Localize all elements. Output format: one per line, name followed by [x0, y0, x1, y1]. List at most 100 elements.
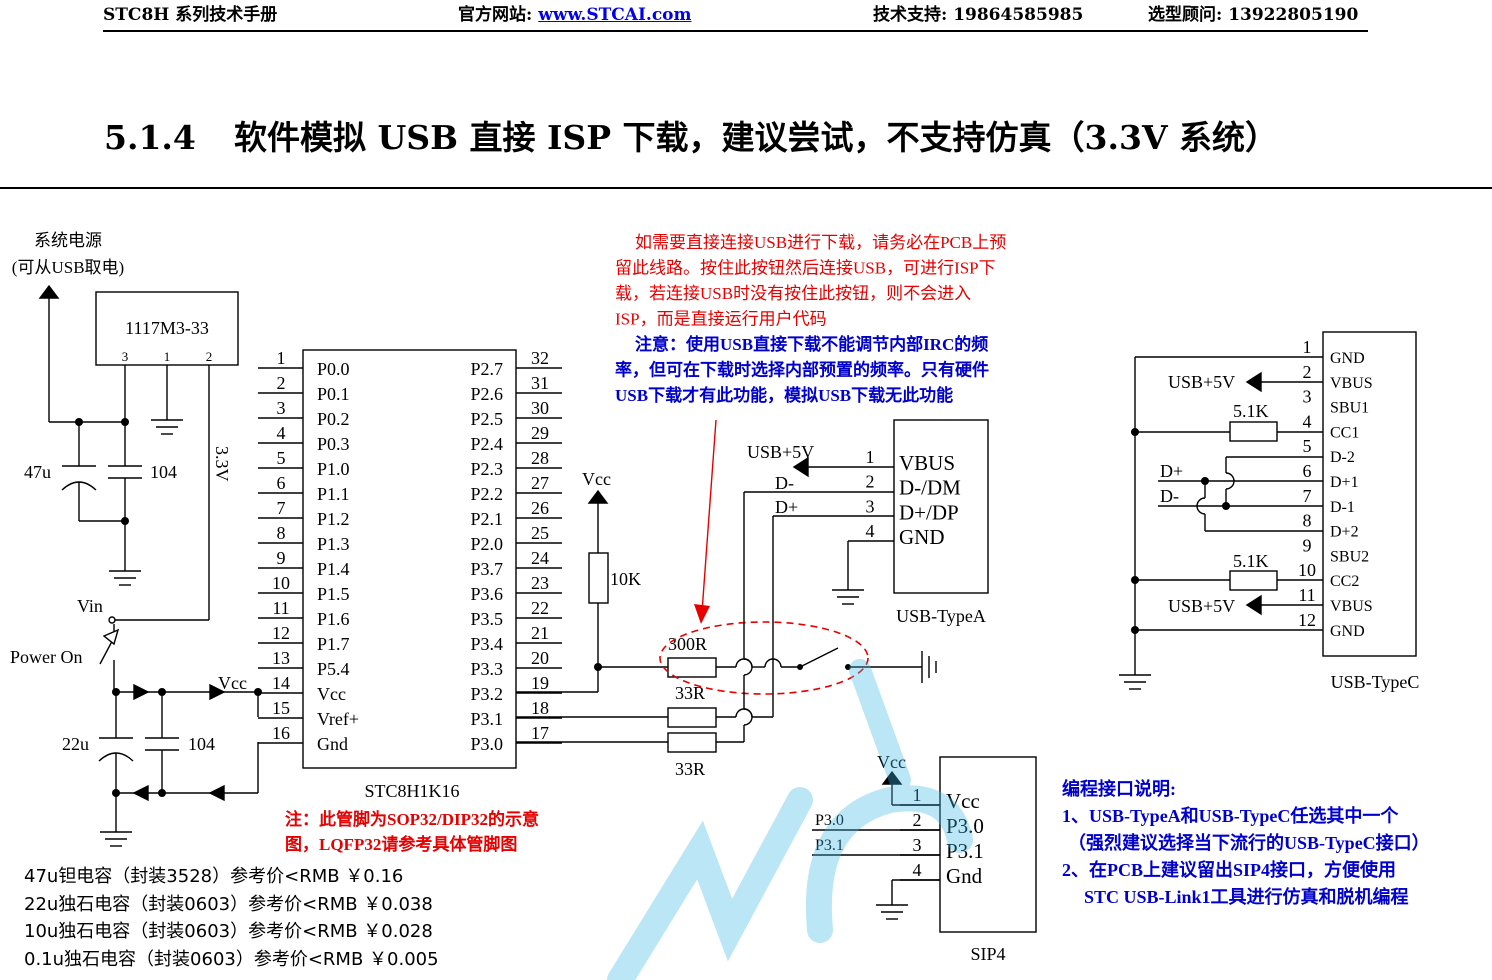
isp-note-red-line: ISP，而是直接运行用户代码 — [615, 310, 827, 329]
mcu-pin-number: 17 — [531, 723, 549, 743]
usb-c-pin-name: GND — [1330, 350, 1365, 367]
mcu-pin-number: 16 — [272, 723, 290, 743]
mcu-pin-number: 19 — [531, 673, 549, 693]
usb-c-pin-name: SBU1 — [1330, 400, 1369, 417]
vcc-label: Vcc — [218, 673, 247, 693]
r33a-label: 33R — [675, 683, 705, 703]
prog-note-line1: 1、USB-TypeA和USB-TypeC任选其中一个 — [1062, 805, 1399, 826]
mcu-pin-number: 5 — [277, 448, 286, 468]
mcu-pin-name: P3.7 — [470, 559, 503, 579]
mcu-chip: STC8H1K16 1P0.02P0.13P0.24P0.35P1.06P1.1… — [258, 348, 562, 854]
usb-a-dminus-label: D- — [775, 473, 794, 493]
website-link[interactable]: www.STCAI.com — [538, 5, 692, 25]
isp-vcc-label: Vcc — [582, 469, 611, 489]
mcu-pin-name: P0.1 — [317, 384, 350, 404]
mcu-pin-number: 24 — [531, 548, 549, 568]
usb-typec-pins: 1GND2VBUS3SBU14CC15D-26D+17D-18D+29SBU21… — [1298, 337, 1373, 640]
mcu-pin-number: 27 — [531, 473, 549, 493]
usb-c-pin-number: 12 — [1298, 610, 1316, 630]
usb-typec-body — [1322, 331, 1417, 657]
power-arrow-icon — [38, 284, 60, 299]
svg-text:2: 2 — [206, 349, 213, 364]
rail-3v3-label: 3.3V — [212, 446, 232, 482]
mcu-pin-name: P2.3 — [470, 459, 503, 479]
vcc-arrow-icon — [587, 489, 609, 504]
ground-icon — [921, 651, 937, 683]
mcu-name: STC8H1K16 — [364, 781, 459, 801]
mcu-pin-number: 15 — [272, 698, 290, 718]
mcu-pin-number: 12 — [272, 623, 290, 643]
mcu-pin-name: P3.6 — [470, 584, 503, 604]
cap-47u-label: 47u — [24, 462, 51, 482]
mcu-pin-number: 25 — [531, 523, 549, 543]
ground-icon — [151, 419, 183, 435]
schematic-diagram: 系统电源 (可从USB取电) 1117M3-33 3 1 2 3.3V 47u … — [10, 231, 1430, 964]
usb-a-pin-name: VBUS — [899, 451, 955, 475]
mcu-pin-number: 4 — [277, 423, 286, 443]
mcu-pin-number: 11 — [272, 598, 289, 618]
manual-title: STC8H 系列技术手册 — [103, 5, 278, 25]
resistor-33r-dminus — [667, 732, 717, 753]
isp-note-blue-line: 注意：使用USB直接下载不能调节内部IRC的频 — [635, 334, 988, 354]
advisor-phone: 选型顾问: 13922805190 — [1148, 5, 1359, 25]
programming-interface-note: 编程接口说明: 1、USB-TypeA和USB-TypeC任选其中一个 （强烈建… — [1062, 778, 1430, 907]
isp-note-blue: 注意：使用USB直接下载不能调节内部IRC的频率，但可在下载时选择内部预置的频率… — [615, 334, 989, 405]
mcu-pin-name: P1.5 — [317, 584, 350, 604]
usb-a-pin-number: 3 — [866, 496, 875, 516]
mcu-pin-name: P2.6 — [470, 384, 503, 404]
ground-icon — [832, 589, 864, 605]
page-header: STC8H 系列技术手册 官方网站: www.STCAI.com 技术支持: 1… — [103, 0, 1368, 32]
isp-note-blue-line: USB下载才有此功能，模拟USB下载无此功能 — [615, 385, 953, 405]
sip4-vcc-label: Vcc — [877, 752, 906, 772]
section-number: 5.1.4 — [104, 118, 196, 157]
regulator-name: 1117M3-33 — [125, 318, 209, 338]
usb-c-pin-name: CC1 — [1330, 424, 1359, 441]
mcu-pin-name: Vref+ — [317, 709, 359, 729]
usb-a-pin-number: 4 — [866, 521, 875, 541]
mcu-pinout-note-2: 图，LQFP32请参考具体管脚图 — [285, 834, 517, 854]
usb-c-pin-number: 7 — [1303, 486, 1312, 506]
isp-button-icon[interactable] — [799, 647, 839, 668]
usb-c-supply-bottom-label: USB+5V — [1168, 596, 1235, 616]
isp-note-blue-line: 率，但可在下载时选择内部预置的频率。只有硬件 — [615, 360, 989, 380]
mcu-pin-number: 2 — [277, 373, 286, 393]
usb-c-pin-number: 2 — [1303, 362, 1312, 382]
sip4-p31-label: P3.1 — [815, 837, 844, 854]
mcu-pin-number: 7 — [277, 498, 286, 518]
power-source-note: (可从USB取电) — [12, 258, 124, 277]
arrow-icon — [1245, 371, 1262, 393]
mcu-pin-number: 28 — [531, 448, 549, 468]
r-cc2-label: 5.1K — [1233, 551, 1269, 571]
sip4-pin-name: Vcc — [946, 789, 980, 813]
pullup-resistor — [588, 552, 609, 604]
mcu-pin-name: P2.7 — [470, 359, 503, 379]
usb-c-pin-name: SBU2 — [1330, 548, 1369, 565]
mcu-pin-name: P1.3 — [317, 534, 350, 554]
mcu-pin-name: P2.0 — [470, 534, 503, 554]
cap-22u-label: 22u — [62, 734, 89, 754]
mcu-pin-name: P2.2 — [470, 484, 503, 504]
usb-c-pin-number: 10 — [1298, 560, 1316, 580]
sip4-pin-name: Gnd — [946, 864, 983, 888]
arrow-icon — [694, 604, 710, 624]
component-price-list: 47u钽电容（封装3528）参考价<RMB ￥0.16 22u独石电容（封装06… — [24, 863, 439, 973]
usb-c-dplus-label: D+ — [1160, 461, 1183, 481]
price-item: 22u独石电容（封装0603）参考价<RMB ￥0.038 — [24, 893, 433, 915]
usb-typea-body — [893, 419, 989, 594]
power-source-label: 系统电源 — [34, 231, 102, 250]
ground-icon — [1119, 674, 1151, 690]
mcu-pin-number: 10 — [272, 573, 290, 593]
mcu-pin-number: 31 — [531, 373, 549, 393]
isp-note-red-line: 留此线路。按住此按钮然后连接USB，可进行ISP下 — [615, 259, 996, 278]
usb-c-supply-top-label: USB+5V — [1168, 372, 1235, 392]
prog-note-line2: （强烈建议选择当下流行的USB-TypeC接口） — [1068, 832, 1430, 853]
resistor-cc2 — [1229, 570, 1278, 591]
pullup-label: 10K — [610, 569, 641, 589]
sip4-pin-number: 1 — [913, 785, 922, 805]
price-item: 0.1u独石电容（封装0603）参考价<RMB ￥0.005 — [24, 948, 439, 970]
ground-icon — [100, 831, 132, 847]
sip4-pin-number: 4 — [913, 860, 922, 880]
